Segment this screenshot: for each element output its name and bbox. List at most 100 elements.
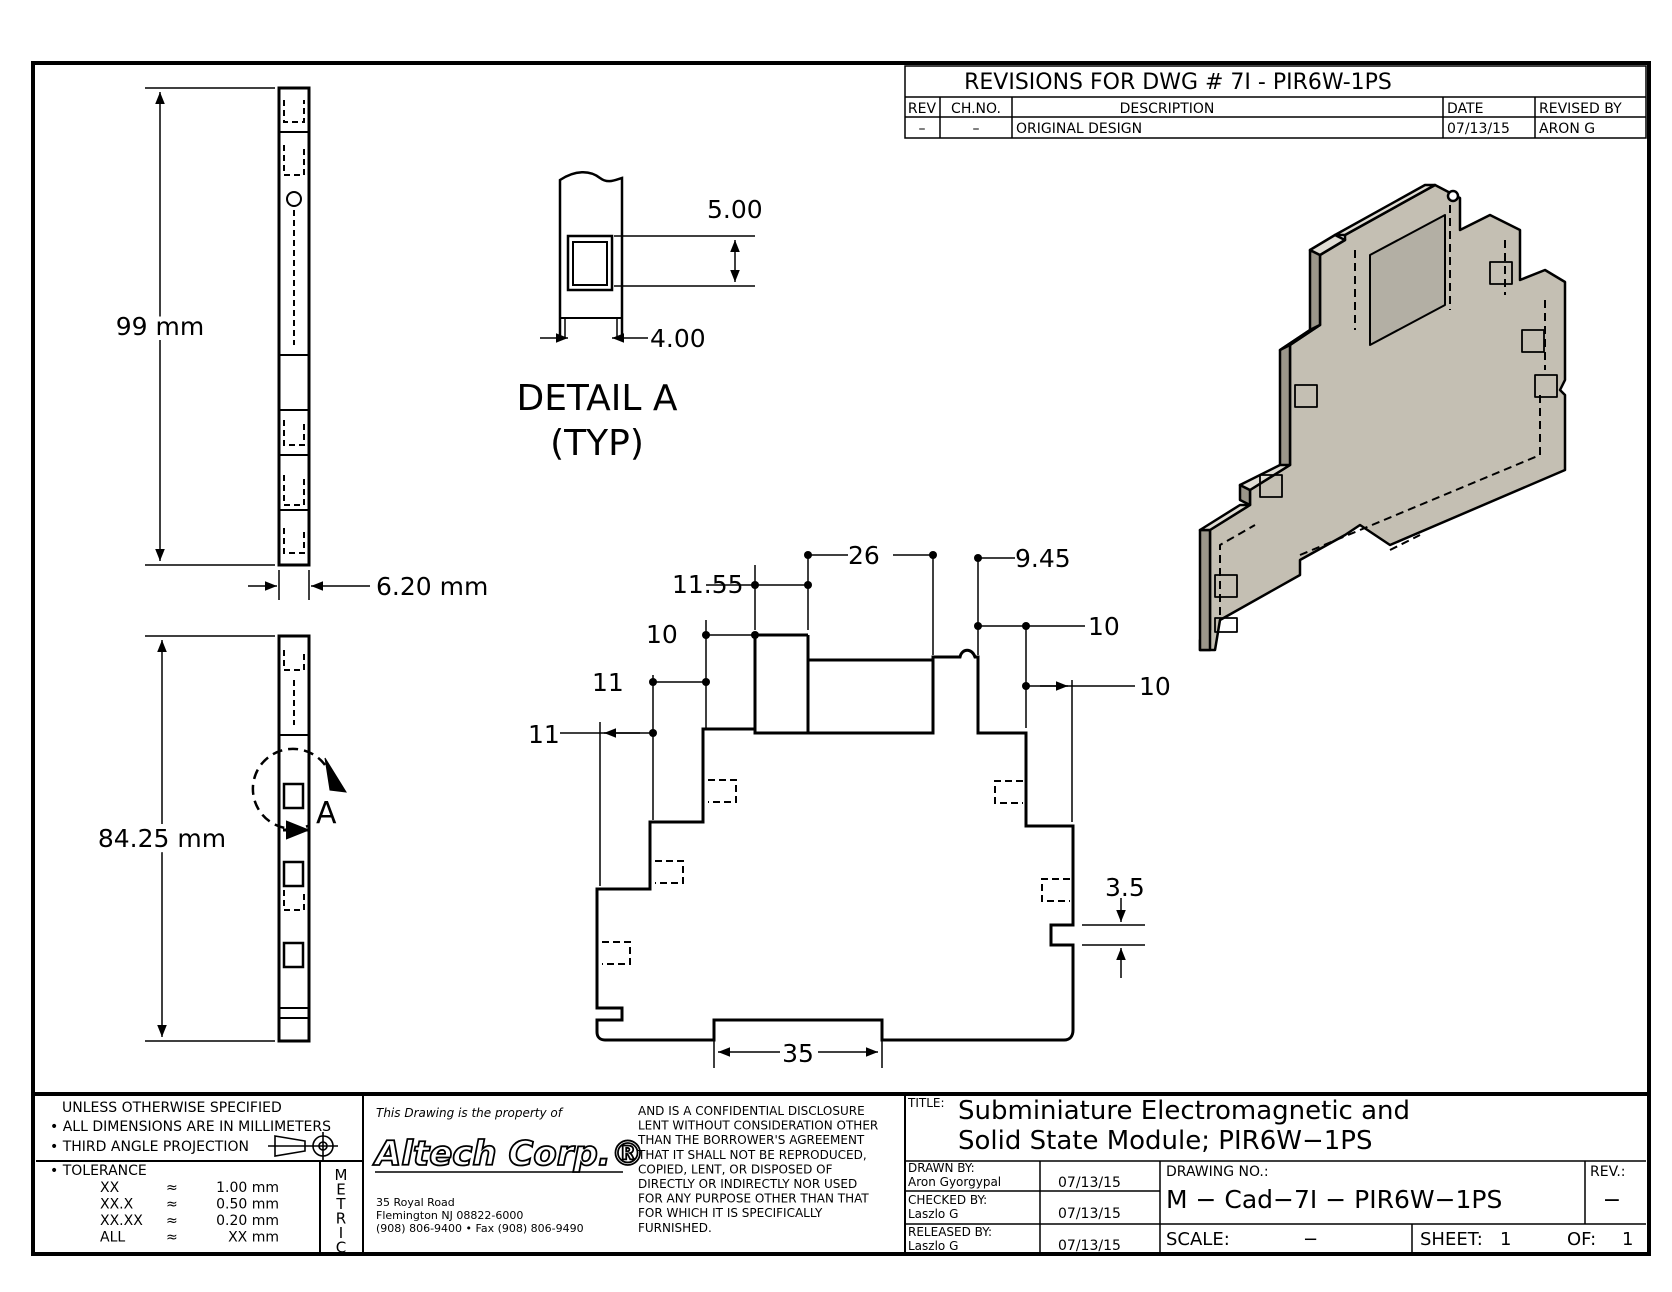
metric-letter: T [335,1195,346,1213]
address-line: 35 Royal Road [376,1196,455,1209]
metric-letter: E [336,1181,345,1199]
chno-header: CH.NO. [951,101,1001,117]
width-6-20-label: 6.20 mm [376,572,488,601]
rev-header: REV [908,101,937,117]
of-value: 1 [1622,1229,1633,1250]
dim-10-right-top: 10 [1088,612,1120,641]
height-99-label: 99 mm [116,312,204,341]
disclosure-line: FOR WHICH IT IS SPECIFICALLY [638,1206,823,1220]
detail-title: DETAIL A [516,378,677,419]
third-angle-note: • THIRD ANGLE PROJECTION [50,1139,249,1155]
disclosure-line: LENT WITHOUT CONSIDERATION OTHER [638,1119,878,1133]
date-header: DATE [1447,101,1483,117]
description-value: ORIGINAL DESIGN [1016,121,1142,137]
dim-11-lower: 11 [528,720,560,749]
description-header: DESCRIPTION [1120,101,1215,117]
tolerance-format: XX.X [100,1197,134,1213]
dim-26: 26 [848,541,880,570]
all-dimensions-note: • ALL DIMENSIONS ARE IN MILLIMETERS [50,1119,331,1135]
tolerance-format: ALL [100,1230,125,1246]
drawn-by-value: Aron Gyorgypal [908,1175,1001,1189]
tolerance-value: 0.50 mm [216,1197,279,1213]
dim-11-55: 11.55 [672,570,744,599]
metric-letter: I [339,1224,343,1242]
dim-35: 35 [782,1039,814,1068]
sheet-border [31,61,1651,1256]
tolerance-approx-sign: ≈ [166,1180,178,1196]
metric-letter: C [336,1239,346,1257]
drawing-title-line1: Subminiature Electromagnetic and [958,1096,1410,1126]
checked-by-value: Laszlo G [908,1207,958,1221]
front-view [560,551,1145,1068]
drawing-title-line2: Solid State Module; PIR6W−1PS [958,1126,1372,1156]
metric-letter: R [336,1210,346,1228]
tolerance-format: XX.XX [100,1213,143,1229]
released-date: 07/13/15 [1058,1238,1121,1254]
rev-value: – [919,121,926,137]
dim-10-right-low: 10 [1139,672,1171,701]
detail-dim-5-00: 5.00 [707,195,763,224]
date-value: 07/13/15 [1447,121,1510,137]
unless-specified: UNLESS OTHERWISE SPECIFIED [62,1100,282,1116]
disclosure-line: THAT IT SHALL NOT BE REPRODUCED, [637,1148,867,1162]
detail-dim-4-00: 4.00 [650,324,706,353]
third-angle-projection-icon [268,1132,338,1160]
altech-logo: Altech Corp.® [372,1134,645,1174]
disclosure-line: AND IS A CONFIDENTIAL DISCLOSURE [638,1104,865,1118]
tolerance-format: XX [100,1180,120,1196]
disclosure-line: DIRECTLY OR INDIRECTLY NOR USED [638,1177,857,1191]
drawn-date: 07/13/15 [1058,1175,1121,1191]
revisions-title: REVISIONS FOR DWG # 7I - PIR6W-1PS [964,70,1392,95]
tolerance-value: XX mm [228,1230,279,1246]
tolerance-table: XX ≈1.00 mm XX.X ≈0.50 mm XX.XX ≈0.20 mm ALL ≈ X… [100,1180,279,1246]
dim-9-45: 9.45 [1015,544,1071,573]
revised-by-value: ARON G [1539,121,1595,137]
dim-10-left: 10 [646,620,678,649]
revised-by-header: REVISED BY [1539,101,1622,117]
address-line: (908) 806-9400 • Fax (908) 806-9490 [376,1222,584,1235]
released-by-label: RELEASED BY: [908,1225,992,1239]
tolerance-approx-sign: ≈ [166,1197,178,1213]
scale-value: − [1303,1229,1318,1250]
checked-date: 07/13/15 [1058,1206,1121,1222]
side-view [145,86,370,600]
address-line: Flemington NJ 08822-6000 [376,1209,523,1222]
rev-label: REV.: [1590,1164,1626,1180]
of-label: OF: [1567,1229,1596,1250]
height-99-halo: 99 mm [116,312,204,341]
bottom-view [145,634,347,1043]
tolerance-title: • TOLERANCE [50,1163,147,1179]
property-text: This Drawing is the property of [376,1106,564,1120]
disclosure-line: THAN THE BORROWER'S AGREEMENT [637,1133,865,1147]
detail-subtitle: (TYP) [550,423,644,464]
tolerance-value: 1.00 mm [216,1180,279,1196]
disclosure-line: FURNISHED. [638,1221,712,1235]
drawn-by-label: DRAWN BY: [908,1161,975,1175]
isometric-view [1198,183,1567,652]
drawing-no-label: DRAWING NO.: [1166,1164,1269,1180]
chno-value: – [973,121,980,137]
sheet-value: 1 [1500,1229,1511,1250]
tolerance-approx-sign: ≈ [166,1213,178,1229]
disclosure-line: FOR ANY PURPOSE OTHER THAN THAT [638,1192,869,1206]
title-label: TITLE: [907,1096,945,1110]
metric-letter: M [335,1166,348,1184]
dim-3-5: 3.5 [1105,873,1145,902]
title-block-frame [33,1092,1649,1254]
rev-value: − [1603,1188,1621,1213]
scale-label: SCALE: [1166,1229,1230,1250]
detail-marker-a: A [316,796,337,831]
drawing-no-value: M − Cad−7I − PIR6W−1PS [1166,1185,1502,1214]
released-by-value: Laszlo G [908,1239,958,1253]
dim-11-upper: 11 [592,668,624,697]
sheet-label: SHEET: [1420,1229,1483,1250]
detail-a-view [540,171,755,343]
height-84-25-label: 84.25 mm [98,824,226,853]
tolerance-approx-sign: ≈ [166,1230,178,1246]
checked-by-label: CHECKED BY: [908,1193,987,1207]
tolerance-value: 0.20 mm [216,1213,279,1229]
disclosure-line: COPIED, LENT, OR DISPOSED OF [638,1162,833,1176]
